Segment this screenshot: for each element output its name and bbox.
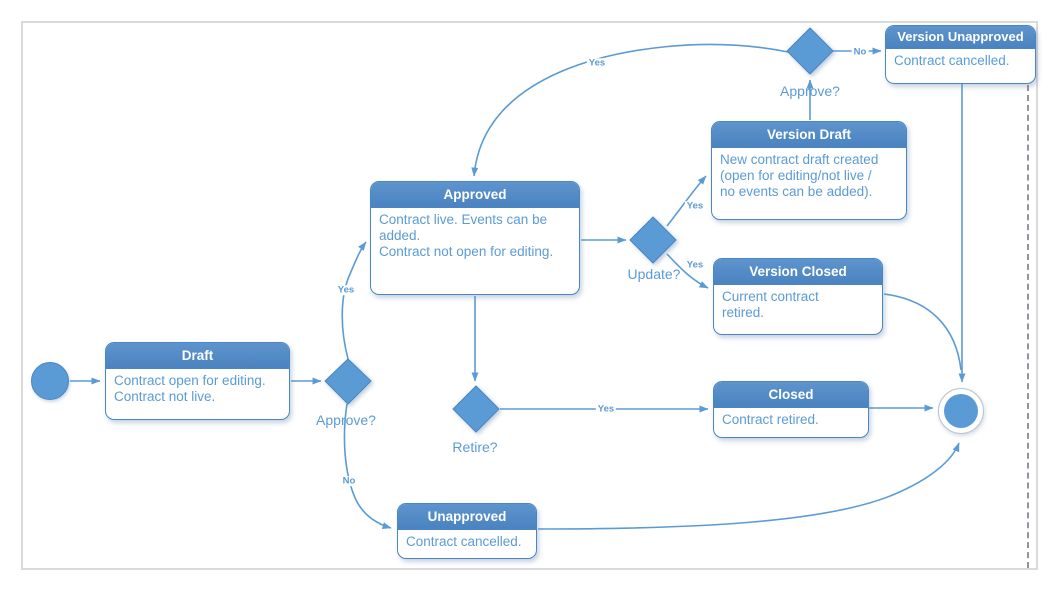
state-title: Closed: [714, 382, 868, 408]
state-body: Contract live. Events can be added. Cont…: [379, 211, 554, 260]
decision-label-update: Update?: [627, 266, 681, 282]
state-node-approved: Approved Contract live. Events can be ad…: [370, 181, 580, 295]
state-node-draft: Draft Contract open for editing. Contrac…: [105, 342, 290, 420]
state-node-version-closed: Version Closed Current contract retired.: [713, 258, 883, 335]
state-body: Contract cancelled.: [406, 533, 522, 549]
state-body: Contract open for editing. Contract not …: [114, 372, 266, 404]
state-title: Approved: [371, 182, 579, 208]
state-title: Version Closed: [714, 259, 882, 285]
decision-label-approve-2: Approve?: [780, 83, 840, 99]
edge-label-approve1-no: No: [340, 475, 358, 487]
initial-state-circle: [31, 362, 69, 400]
state-title: Version Draft: [712, 122, 906, 148]
edge-label-update-yes-closed: Yes: [684, 259, 706, 271]
state-title: Version Unapproved: [886, 26, 1035, 49]
decision-label-retire: Retire?: [452, 439, 498, 455]
edge-label-approve2-no: No: [851, 46, 869, 58]
edge-label-update-yes-draft: Yes: [684, 200, 706, 212]
final-state-circle: [938, 388, 984, 434]
dashed-divider-line: [1027, 85, 1029, 568]
state-body: Contract cancelled.: [894, 52, 1010, 68]
decision-label-approve-1: Approve?: [316, 412, 376, 428]
state-node-closed: Closed Contract retired.: [713, 381, 869, 438]
edge-label-approve2-yes: Yes: [586, 57, 608, 69]
diagram-canvas-border: [21, 21, 1038, 570]
final-state-inner-dot: [943, 393, 978, 428]
state-body: New contract draft created (open for edi…: [720, 151, 879, 200]
edge-label-approve1-yes: Yes: [335, 284, 357, 296]
state-title: Unapproved: [398, 504, 536, 530]
state-title: Draft: [106, 343, 289, 369]
state-body: Current contract retired.: [722, 288, 819, 320]
state-body: Contract retired.: [722, 411, 819, 427]
state-node-version-unapproved: Version Unapproved Contract cancelled.: [885, 25, 1036, 84]
state-node-version-draft: Version Draft New contract draft created…: [711, 121, 907, 220]
state-node-unapproved: Unapproved Contract cancelled.: [397, 503, 537, 559]
edge-label-retire-yes: Yes: [595, 403, 617, 415]
